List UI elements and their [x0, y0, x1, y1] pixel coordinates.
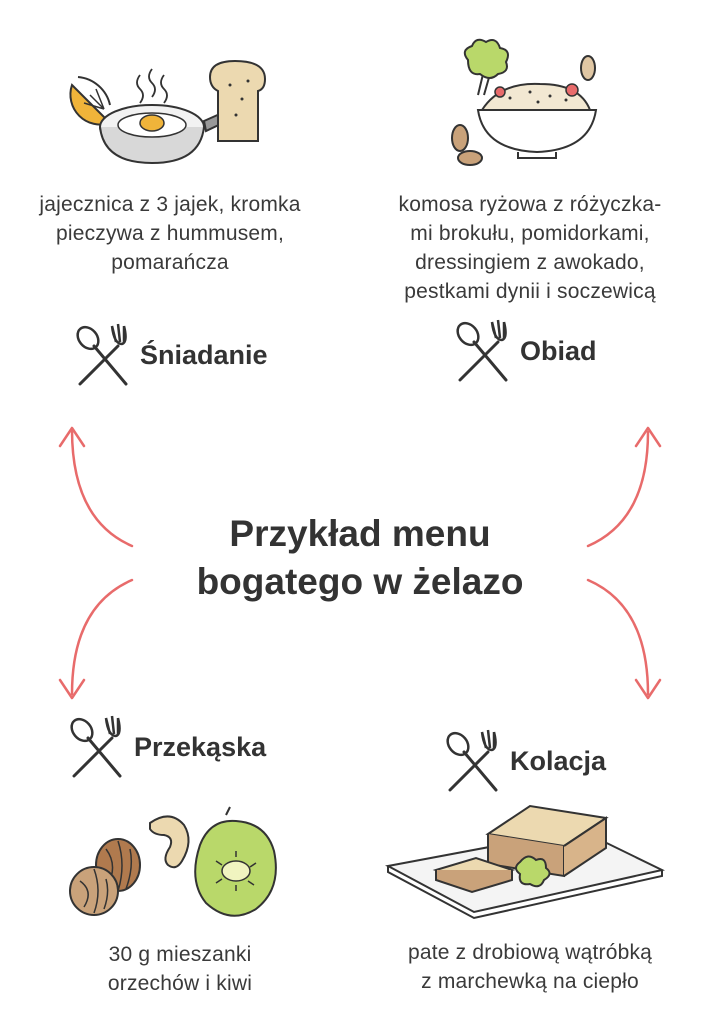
- arrow-to-snack: [70, 578, 134, 696]
- lunch-description: komosa ryżowa z różyczka- mi brokułu, po…: [360, 190, 700, 306]
- title-line: Przykład menu: [229, 513, 491, 554]
- title-line: bogatego w żelazo: [196, 561, 524, 602]
- cutlery-icon: [456, 319, 508, 382]
- cutlery-icon: [70, 715, 122, 778]
- arrow-to-dinner: [586, 578, 650, 696]
- lunch-desc-line: mi brokułu, pomidorkami,: [410, 222, 650, 245]
- meal-label: Śniadanie: [140, 339, 268, 370]
- snack-desc-line: 30 g mieszanki: [108, 943, 252, 966]
- breakfast-desc-line: pieczywa z hummusem,: [55, 222, 285, 245]
- dinner-description: pate z drobiową wątróbką z marchewką na …: [360, 938, 700, 996]
- snack-illustration: [69, 806, 277, 917]
- snack-desc-line: orzechów i kiwi: [107, 972, 253, 995]
- breakfast-desc-line: jajecznica z 3 jajek, kromka: [39, 193, 301, 216]
- meal-label: Obiad: [520, 335, 597, 366]
- dinner-desc-line: pate z drobiową wątróbką: [407, 941, 653, 964]
- lunch-desc-line: dressingiem z awokado,: [415, 251, 645, 274]
- cutlery-icon: [76, 323, 128, 386]
- arrow-to-breakfast: [70, 428, 134, 548]
- dinner-desc-line: z marchewką na ciepło: [421, 970, 639, 993]
- arrow-head: [634, 426, 662, 448]
- meal-heading-dinner: Kolacja: [442, 728, 606, 794]
- snack-description: 30 g mieszanki orzechów i kiwi: [20, 940, 340, 998]
- arrow-head: [58, 426, 86, 448]
- lunch-desc-line: pestkami dynii i soczewicą: [404, 280, 656, 303]
- arrow-to-lunch: [586, 430, 650, 548]
- dinner-illustration: [385, 804, 666, 920]
- meal-label: Kolacja: [510, 745, 607, 776]
- breakfast-desc-line: pomarańcza: [111, 251, 229, 274]
- meal-heading-lunch: Obiad: [452, 318, 597, 384]
- meal-heading-snack: Przekąska: [66, 714, 266, 780]
- breakfast-illustration: [69, 59, 267, 165]
- meal-heading-breakfast: Śniadanie: [72, 322, 268, 388]
- arrow-head: [634, 678, 662, 700]
- breakfast-description: jajecznica z 3 jajek, kromka pieczywa z …: [0, 190, 340, 277]
- lunch-desc-line: komosa ryżowa z różyczka-: [398, 193, 662, 216]
- meal-label: Przekąska: [134, 731, 267, 762]
- cutlery-icon: [446, 729, 498, 792]
- lunch-illustration: [451, 38, 598, 166]
- page-title: Przykład menu bogatego w żelazo: [110, 510, 610, 606]
- arrow-head: [58, 678, 86, 700]
